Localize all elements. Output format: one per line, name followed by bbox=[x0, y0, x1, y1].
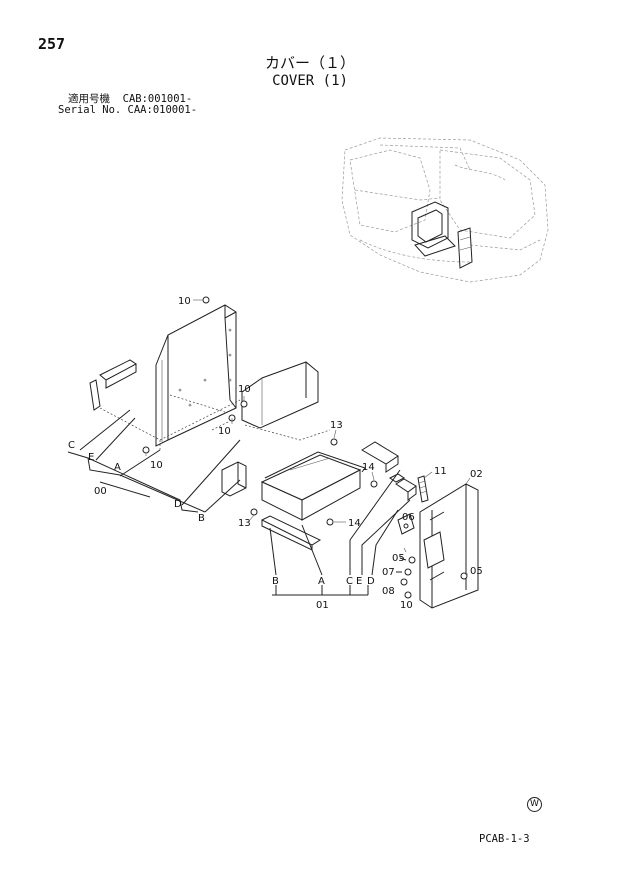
serial-number-line: Serial No. CAA:010001- bbox=[58, 104, 198, 116]
ref-letter-a: A bbox=[318, 576, 325, 587]
ref-letter-a: A bbox=[114, 462, 121, 473]
page-title-english: COVER (1) bbox=[272, 73, 348, 89]
bolt-icons bbox=[142, 296, 412, 599]
ref-letter-e: E bbox=[356, 576, 362, 587]
ref-letter-d: D bbox=[367, 576, 375, 587]
ref-letter-c: C bbox=[346, 576, 353, 587]
callout-10: 10 bbox=[178, 296, 191, 307]
ref-letter-b: B bbox=[272, 576, 279, 587]
callout-10: 10 bbox=[400, 600, 413, 611]
callout-07: 07 bbox=[382, 567, 395, 578]
callout-14: 14 bbox=[348, 518, 361, 529]
center-box-assembly bbox=[260, 441, 417, 596]
ref-letter-d: D bbox=[174, 499, 182, 510]
ref-letter-e: E bbox=[88, 452, 94, 463]
callout-02: 02 bbox=[470, 469, 483, 480]
callout-00: 00 bbox=[94, 486, 107, 497]
callout-05: 05 bbox=[392, 553, 405, 564]
callout-11: 11 bbox=[434, 466, 447, 477]
callout-leaders bbox=[145, 299, 471, 575]
callout-10: 10 bbox=[238, 384, 251, 395]
callout-13: 13 bbox=[238, 518, 251, 529]
left-panel-assembly bbox=[67, 304, 331, 513]
callout-10: 10 bbox=[150, 460, 163, 471]
callout-05: 05 bbox=[470, 566, 483, 577]
callout-01: 01 bbox=[316, 600, 329, 611]
callout-06: 06 bbox=[402, 512, 415, 523]
callout-14: 14 bbox=[362, 462, 375, 473]
page-code: PCAB-1-3 bbox=[479, 833, 530, 845]
w-mark-icon: W bbox=[527, 797, 542, 812]
callout-08: 08 bbox=[382, 586, 395, 597]
ref-letter-b: B bbox=[198, 513, 205, 524]
page-number: 257 bbox=[38, 35, 66, 53]
callout-10: 10 bbox=[218, 426, 231, 437]
page-title-japanese: カバー（１） bbox=[264, 54, 355, 72]
callout-13: 13 bbox=[330, 420, 343, 431]
machine-overview-illustration bbox=[341, 137, 549, 283]
ref-letter-c: C bbox=[68, 440, 75, 451]
applicable-model-line: 適用号機 CAB:001001- bbox=[68, 93, 193, 105]
right-door-panel-assembly bbox=[396, 475, 479, 609]
